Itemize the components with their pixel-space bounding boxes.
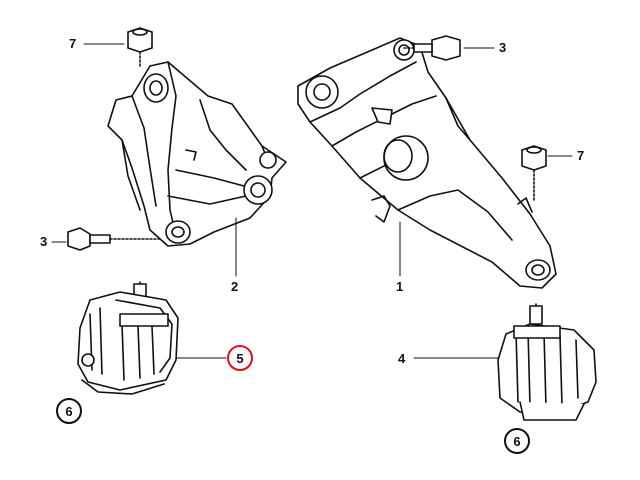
right-engine-bracket[interactable]: [297, 37, 557, 289]
nut-top-left[interactable]: [127, 27, 153, 67]
callout-6-right[interactable]: 6: [504, 428, 530, 454]
callout-1: 1: [396, 279, 404, 294]
left-engine-mount[interactable]: [77, 281, 179, 395]
left-engine-bracket[interactable]: [107, 61, 287, 247]
callout-7-right: 7: [577, 148, 585, 163]
callout-5-highlighted[interactable]: 5: [227, 345, 253, 371]
leader-lines: [51, 43, 573, 359]
nut-right[interactable]: [521, 145, 547, 201]
right-engine-mount[interactable]: [497, 303, 597, 421]
callout-7-top-left: 7: [69, 36, 77, 51]
callout-4: 4: [398, 351, 406, 366]
bolt-left[interactable]: [67, 227, 161, 251]
callout-2: 2: [231, 279, 239, 294]
bolt-top-right[interactable]: [403, 35, 461, 61]
callout-6-left[interactable]: 6: [56, 398, 82, 424]
callout-3-top-right: 3: [499, 40, 507, 55]
callout-3-left: 3: [40, 234, 48, 249]
